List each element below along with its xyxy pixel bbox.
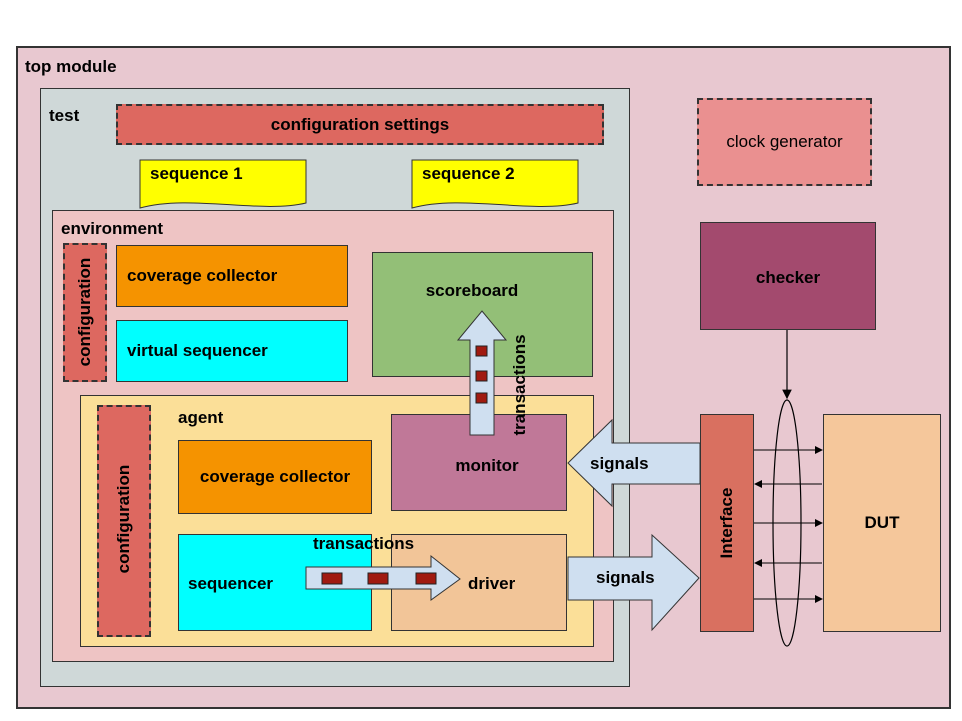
transaction-token — [475, 392, 488, 404]
transactions-right-label: transactions — [313, 534, 415, 553]
signals-out-arrow — [567, 533, 700, 632]
clock-generator-label: clock generator — [726, 132, 843, 151]
top-module-label: top module — [25, 57, 117, 76]
dut-label: DUT — [864, 513, 900, 532]
environment-coverage-collector-label: coverage collector — [127, 266, 278, 285]
driver-label: driver — [468, 574, 516, 593]
agent-label: agent — [178, 408, 224, 427]
transaction-token — [321, 572, 343, 585]
interface — [700, 414, 754, 632]
signals-in-label: signals — [590, 454, 649, 473]
agent-coverage-collector: coverage collector — [178, 440, 372, 514]
environment-coverage-collector: coverage collector — [116, 245, 348, 307]
environment-configuration — [63, 243, 107, 382]
transaction-token — [415, 572, 437, 585]
configuration-settings-label: configuration settings — [270, 114, 450, 134]
transaction-token — [475, 370, 488, 382]
signals-out-label: signals — [596, 568, 655, 587]
sequence-1-label: sequence 1 — [150, 164, 243, 183]
checker-label: checker — [755, 268, 821, 287]
sequence-2-label: sequence 2 — [422, 164, 515, 183]
test-label: test — [49, 106, 80, 125]
transactions-up-label: transactions — [510, 334, 529, 436]
virtual-sequencer-label: virtual sequencer — [127, 341, 268, 360]
virtual-sequencer: virtual sequencer — [116, 320, 348, 382]
transaction-token — [475, 345, 488, 357]
clock-generator: clock generator — [697, 98, 872, 186]
transaction-token — [367, 572, 389, 585]
sequencer-label: sequencer — [188, 574, 274, 593]
agent-configuration — [97, 405, 151, 637]
environment-label: environment — [61, 219, 164, 238]
checker: checker — [700, 222, 876, 330]
sequence-1-document — [139, 159, 307, 209]
sequence-2-document — [411, 159, 579, 209]
configuration-settings: configuration settings — [116, 104, 604, 145]
dut: DUT — [823, 414, 941, 632]
agent-coverage-collector-label: coverage collector — [199, 467, 351, 486]
scoreboard-label: scoreboard — [425, 281, 519, 300]
monitor-label: monitor — [455, 455, 519, 475]
signals-in-arrow — [567, 418, 701, 508]
